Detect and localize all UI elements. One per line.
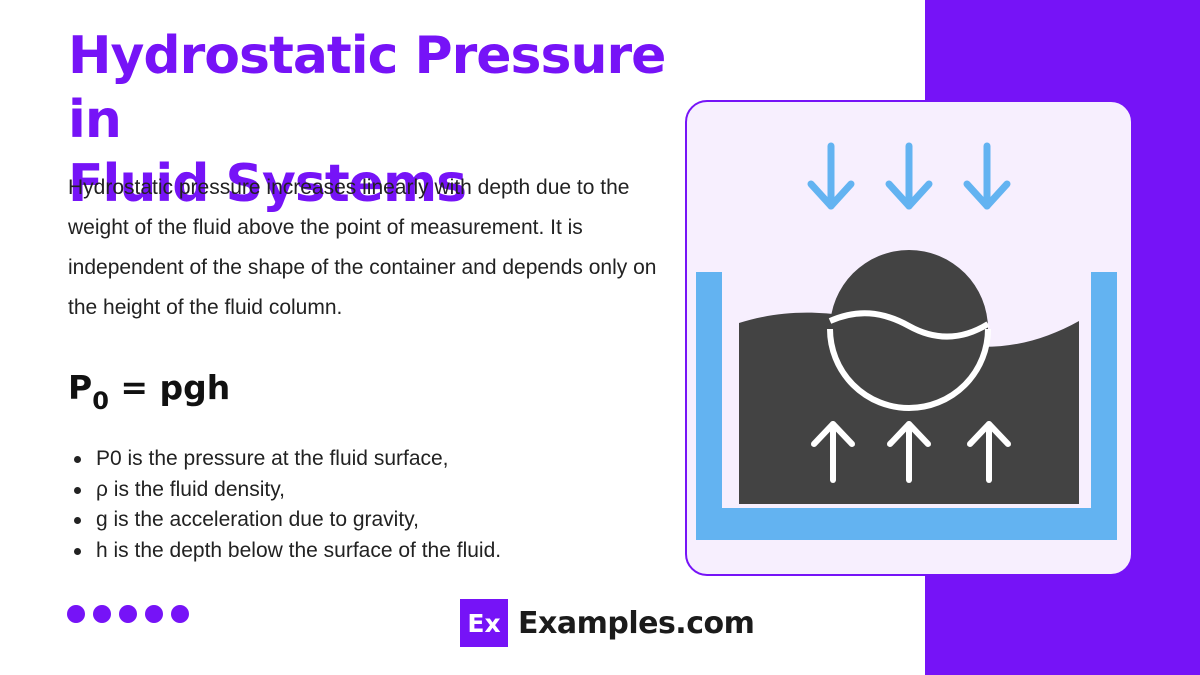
dot xyxy=(145,605,163,623)
list-item: P0 is the pressure at the fluid surface, xyxy=(68,444,668,475)
arrow-up-icon xyxy=(967,421,1011,483)
arrow-down-icon xyxy=(807,142,855,210)
formula-subscript: 0 xyxy=(92,387,109,415)
dot xyxy=(93,605,111,623)
list-item: ρ is the fluid density, xyxy=(68,475,668,506)
brand-logo: Ex Examples.com xyxy=(460,599,755,647)
description-text: Hydrostatic pressure increases linearly … xyxy=(68,176,657,319)
illustration-card xyxy=(685,100,1133,576)
page-title: Hydrostatic Pressure in Fluid Systems xyxy=(68,24,688,216)
brand-logo-mark: Ex xyxy=(460,599,508,647)
dot xyxy=(67,605,85,623)
decorative-dots xyxy=(67,605,189,623)
arrow-up-icon xyxy=(811,421,855,483)
title-line-2: Fluid Systems xyxy=(68,154,467,214)
arrow-down-icon xyxy=(885,142,933,210)
formula-lhs: P xyxy=(68,368,93,407)
dot xyxy=(171,605,189,623)
formula-rhs: = pgh xyxy=(108,368,231,407)
submerged-ball-icon xyxy=(827,250,991,411)
arrow-down-icon xyxy=(963,142,1011,210)
list-item: g is the acceleration due to gravity, xyxy=(68,505,668,536)
dot xyxy=(119,605,137,623)
variable-definitions-list: P0 is the pressure at the fluid surface,… xyxy=(68,444,668,566)
arrow-up-icon xyxy=(887,421,931,483)
list-item: h is the depth below the surface of the … xyxy=(68,536,668,567)
brand-name: Examples.com xyxy=(518,605,755,641)
pressure-formula: P0 = pgh xyxy=(68,368,230,415)
hydrostatic-illustration xyxy=(696,142,1117,540)
title-line-1: Hydrostatic Pressure in xyxy=(68,26,666,150)
container-icon xyxy=(696,272,1117,540)
